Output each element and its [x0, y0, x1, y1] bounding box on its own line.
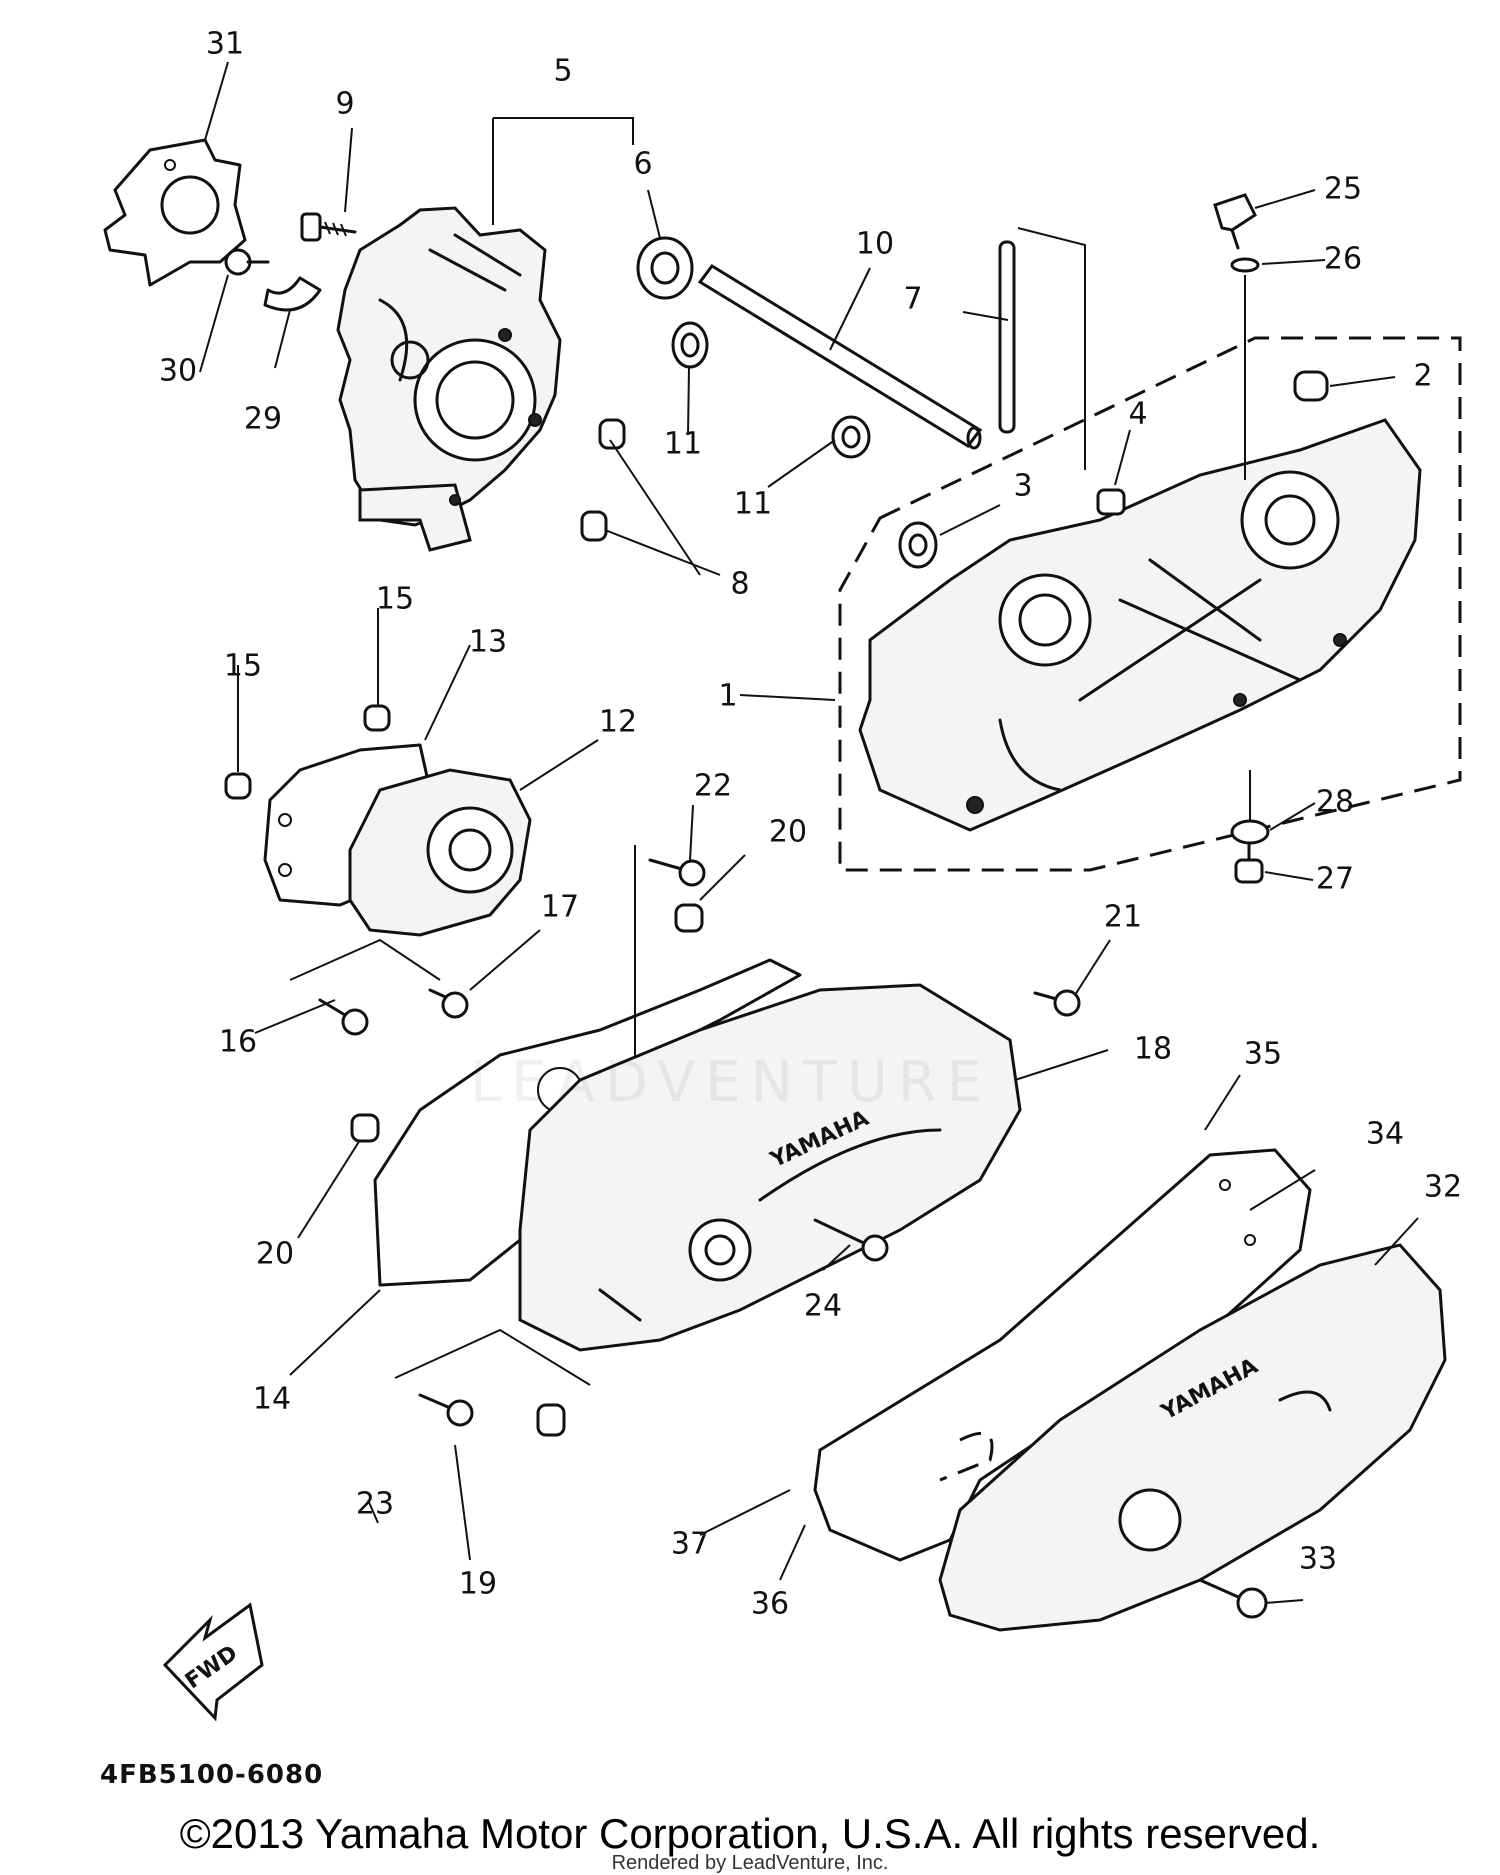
callout-9: 9 [335, 87, 354, 122]
oil-seal-11a [671, 321, 709, 369]
dowel-2 [1293, 370, 1329, 402]
callout-36: 36 [751, 1587, 789, 1622]
right-crankcase-1 [858, 418, 1422, 832]
o-ring-26 [1230, 257, 1260, 273]
callout-2: 2 [1413, 359, 1432, 394]
callout-7: 7 [903, 282, 922, 317]
left-crankcase-5 [336, 206, 562, 552]
dowel-15b [363, 704, 391, 732]
gasket-plate-31 [103, 138, 247, 287]
callout-4: 4 [1128, 397, 1147, 432]
oil-seal-11b [831, 415, 871, 459]
bolt-17 [428, 988, 469, 1019]
callout-17: 17 [541, 890, 579, 925]
bolt-21 [1033, 989, 1081, 1017]
callout-29: 29 [244, 402, 282, 437]
callout-21: 21 [1104, 900, 1142, 935]
dowel-19 [536, 1403, 566, 1437]
callout-31: 31 [206, 27, 244, 62]
callout-8: 8 [730, 567, 749, 602]
dowel-pin-8b [580, 510, 608, 542]
dowel-20b [350, 1113, 380, 1143]
diagram-code: 4FB5100-6080 [100, 1760, 324, 1790]
drain-plug-25 [1213, 193, 1257, 250]
crankcase-boundary [838, 336, 1462, 872]
callout-3: 3 [1013, 469, 1032, 504]
screw-33 [1198, 1578, 1268, 1619]
callout-30: 30 [159, 354, 197, 389]
washer-28 [1230, 819, 1270, 845]
clip-29 [263, 276, 322, 312]
crankcase-cover-18: YAMAHA [518, 983, 1022, 1352]
callout-13: 13 [469, 625, 507, 660]
callout-35: 35 [1244, 1037, 1282, 1072]
callout-5: 5 [553, 54, 572, 89]
callout-22: 22 [694, 769, 732, 804]
callout-32: 32 [1424, 1170, 1462, 1205]
bolt-23 [418, 1393, 474, 1427]
rod-7 [998, 240, 1016, 434]
bolt-27 [1234, 843, 1264, 884]
leader-lines [199, 61, 1419, 1604]
fwd-arrow: FWD [162, 1602, 264, 1722]
shaft-10 [697, 264, 983, 450]
callout-23: 23 [356, 1487, 394, 1522]
callout-1: 1 [718, 679, 737, 714]
dowel-15a [224, 772, 252, 800]
callout-25: 25 [1324, 172, 1362, 207]
leader-16-17 [289, 938, 441, 981]
bolt-16 [318, 998, 369, 1036]
callout-24: 24 [804, 1289, 842, 1324]
callout-26: 26 [1324, 242, 1362, 277]
callout-18: 18 [1134, 1032, 1172, 1067]
callout-28: 28 [1316, 785, 1354, 820]
callout-34: 34 [1366, 1117, 1404, 1152]
watermark: LEADVENTURE [470, 1050, 993, 1115]
callout-20b: 20 [256, 1237, 294, 1272]
callout-27: 27 [1316, 862, 1354, 897]
bearing-6 [636, 236, 694, 300]
callout-33: 33 [1299, 1542, 1337, 1577]
rendered-by-credit: Rendered by LeadVenture, Inc. [611, 1852, 889, 1874]
callout-15a: 15 [376, 582, 414, 617]
outer-cover-32: YAMAHA [938, 1243, 1447, 1632]
leader-23-19 [394, 1328, 591, 1386]
callout-11a: 11 [664, 427, 702, 462]
bolt-22 [648, 858, 706, 887]
callout-20a: 20 [769, 815, 807, 850]
callout-16: 16 [219, 1025, 257, 1060]
fitting-4 [1096, 488, 1126, 516]
bolt-9 [300, 212, 357, 242]
callout-37: 37 [671, 1527, 709, 1562]
callout-10: 10 [856, 227, 894, 262]
bolt-24 [813, 1218, 889, 1262]
callout-labels: 31 5 9 6 10 25 26 7 2 30 29 4 11 3 11 8 … [159, 27, 1462, 1622]
cover-12 [348, 768, 532, 937]
copyright-notice: ©2013 Yamaha Motor Corporation, U.S.A. A… [179, 1810, 1321, 1857]
dowel-pin-8a [598, 418, 626, 450]
callout-14: 14 [253, 1382, 291, 1417]
callout-6: 6 [633, 147, 652, 182]
callout-19: 19 [459, 1567, 497, 1602]
callout-15b: 15 [224, 649, 262, 684]
screw-30 [224, 248, 270, 276]
bearing-3 [898, 521, 938, 569]
dowel-20a [674, 903, 704, 933]
callout-12: 12 [599, 705, 637, 740]
callout-11b: 11 [734, 487, 772, 522]
